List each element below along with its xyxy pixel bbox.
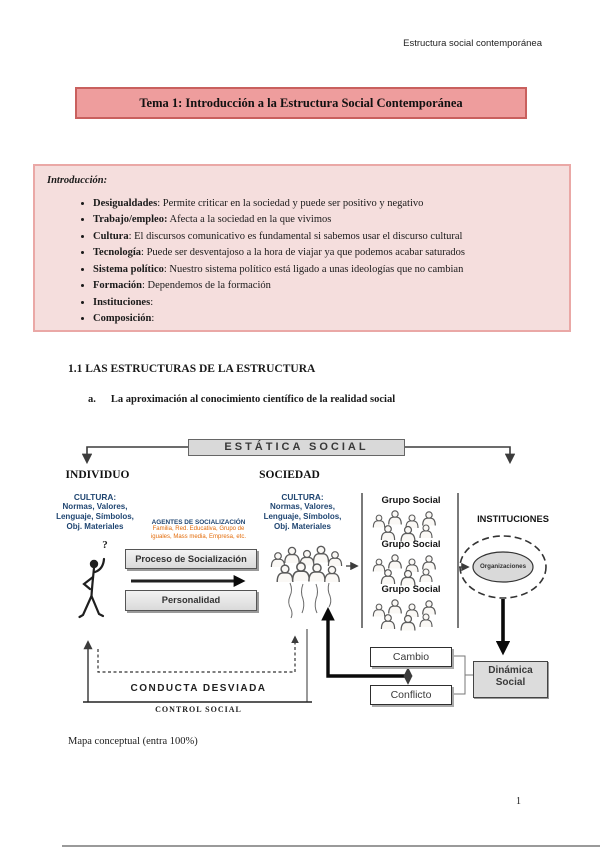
feedback-arrow <box>321 606 408 678</box>
section-heading: 1.1 LAS ESTRUCTURAS DE LA ESTRUCTURA <box>68 363 316 375</box>
estatica-connector-lines <box>81 446 516 465</box>
instituciones-heading: INSTITUCIONES <box>477 514 549 524</box>
page-number: 1 <box>516 796 521 807</box>
cultura-heading: CULTURA: <box>73 492 117 502</box>
cultura-block-individuo: CULTURA: Normas, Valores, Lenguaje, Símb… <box>45 492 145 531</box>
list-item: Sistema político: Nuestro sistema políti… <box>93 264 557 276</box>
personalidad-box: Personalidad <box>125 590 257 611</box>
agentes-list: Familia, Red. Educativa, Grupo de iguale… <box>150 526 247 540</box>
group-sketch-3 <box>372 599 436 632</box>
bullet-term: Formación <box>93 280 142 292</box>
organizaciones-label: Organizaciones <box>479 562 527 570</box>
concept-map-artwork <box>78 446 547 703</box>
list-item: Desigualdades: Permite criticar en la so… <box>93 198 557 210</box>
cultura-line: Normas, Valores, <box>270 502 335 512</box>
question-mark: ? <box>102 539 108 551</box>
title-banner: Tema 1: Introducción a la Estructura Soc… <box>75 87 527 119</box>
bullet-text: Afecta a la sociedad en la que vivimos <box>167 214 332 226</box>
proceso-socializacion-box: Proceso de Socialización <box>125 549 257 569</box>
cultura-line: Obj. Materiales <box>66 521 124 531</box>
intro-list: Desigualdades: Permite criticar en la so… <box>47 198 557 325</box>
list-item: Tecnología: Puede ser desventajoso a la … <box>93 247 557 259</box>
list-item: Formación: Dependemos de la formación <box>93 280 557 292</box>
bullet-term: Sistema político <box>93 263 164 275</box>
list-item: Composición: <box>93 313 557 325</box>
institutions-circle <box>459 535 547 599</box>
subsection-title: La aproximación al conocimiento científi… <box>110 394 396 405</box>
bullet-text: : Nuestro sistema político está ligado a… <box>163 263 464 275</box>
bullet-term: Trabajo/empleo: <box>93 214 168 226</box>
figure-caption: Mapa conceptual (entra 100%) <box>68 736 198 747</box>
organizations-ellipse <box>472 551 534 583</box>
conflicto-box: Conflicto <box>370 685 452 705</box>
sociedad-heading: SOCIEDAD <box>259 469 320 481</box>
subsection-heading: a. La aproximación al conocimiento cientí… <box>88 394 395 405</box>
subsection-letter: a. <box>88 394 96 405</box>
group-column-rails <box>361 493 459 628</box>
control-social-label: CONTROL SOCIAL <box>155 705 242 714</box>
bullet-text: : Puede ser desventajoso a la hora de vi… <box>141 247 465 259</box>
dinamica-line: Dinámica <box>488 665 533 676</box>
bullet-text: : El discursos comunicativo es fundament… <box>128 230 463 242</box>
grupo-social-label-2: Grupo Social <box>381 539 441 550</box>
list-item: Cultura: El discursos comunicativo es fu… <box>93 231 557 243</box>
cultura-heading: CULTURA: <box>281 492 324 502</box>
group-sketch-2 <box>372 554 436 587</box>
dinamica-social-box: Dinámica Social <box>473 661 548 698</box>
deviant-conduct-lines <box>83 629 312 703</box>
estatica-social-box: ESTÁTICA SOCIAL <box>188 439 405 456</box>
bullet-text: : Permite criticar en la sociedad y pued… <box>157 198 424 209</box>
concept-map: ESTÁTICA SOCIAL INDIVIDUO SOCIEDAD CULTU… <box>45 435 560 720</box>
bullet-term: Desigualdades <box>93 198 158 209</box>
agentes-socializacion-block: AGENTES DE SOCIALIZACIÓN Familia, Red. E… <box>142 519 255 541</box>
intro-heading: Introducción: <box>47 175 108 186</box>
list-item: Instituciones: <box>93 297 557 309</box>
page-bottom-rule <box>62 845 600 847</box>
cultura-line: Obj. Materiales <box>274 521 331 531</box>
list-item: Trabajo/empleo: Afecta a la sociedad en … <box>93 214 557 226</box>
cultura-line: Lenguaje, Símbolos, <box>56 511 134 521</box>
bullet-text: : <box>151 313 155 325</box>
group-sketch-1 <box>372 510 436 543</box>
stick-figure <box>78 557 106 619</box>
dinamica-line: Social <box>495 677 526 688</box>
individuo-heading: INDIVIDUO <box>65 469 130 481</box>
dynamics-bracket <box>451 655 473 695</box>
cultura-line: Lenguaje, Símbolos, <box>263 511 342 521</box>
bullet-text: : Dependemos de la formación <box>142 280 271 292</box>
grupo-social-label-3: Grupo Social <box>381 584 441 595</box>
intro-box: Introducción: Desigualdades: Permite cri… <box>33 164 571 332</box>
grupo-social-label-1: Grupo Social <box>381 495 441 506</box>
cultura-line: Normas, Valores, <box>62 502 128 512</box>
bullet-term: Tecnología <box>93 247 142 259</box>
bullet-text: : <box>150 296 154 308</box>
bullet-term: Instituciones <box>93 296 151 308</box>
crowd-sketch <box>270 545 343 619</box>
running-header: Estructura social contemporánea <box>403 38 542 49</box>
agentes-heading: AGENTES DE SOCIALIZACIÓN <box>151 519 246 526</box>
bullet-term: Cultura <box>93 230 129 242</box>
cambio-box: Cambio <box>370 647 452 667</box>
bullet-term: Composición <box>93 313 152 325</box>
cultura-block-sociedad: CULTURA: Normas, Valores, Lenguaje, Símb… <box>250 492 355 531</box>
conducta-desviada-label: CONDUCTA DESVIADA <box>130 683 267 694</box>
